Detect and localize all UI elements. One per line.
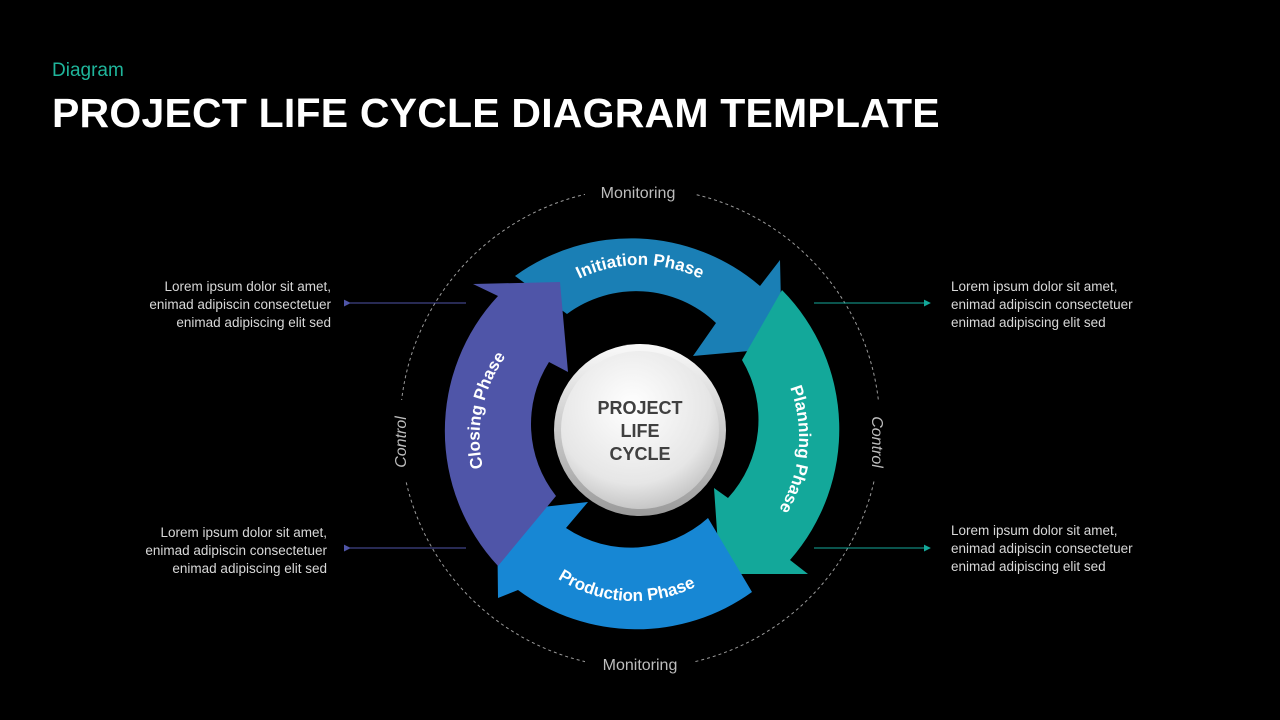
ring-label-bg [585,178,695,204]
note-line: Lorem ipsum dolor sit amet, [951,523,1118,538]
note-line: Lorem ipsum dolor sit amet, [160,525,327,540]
note-bottom-left: Lorem ipsum dolor sit amet, enimad adipi… [27,524,327,578]
ring-label-bg [388,400,412,480]
note-line: enimad adipiscing elit sed [176,315,331,330]
note-line: enimad adipiscin consectetuer [145,543,327,558]
ring-label-bg [585,651,695,677]
planning-phase-arrow[interactable] [714,290,840,574]
note-line: enimad adipiscin consectetuer [951,297,1133,312]
note-line: enimad adipiscing elit sed [172,561,327,576]
note-line: Lorem ipsum dolor sit amet, [164,279,331,294]
note-bottom-right: Lorem ipsum dolor sit amet, enimad adipi… [951,522,1251,576]
center-label-line-2: LIFE [621,421,660,441]
page-title: PROJECT LIFE CYCLE DIAGRAM TEMPLATE [52,90,940,136]
note-line: enimad adipiscin consectetuer [951,541,1133,556]
closing-phase-arrow[interactable] [444,282,568,566]
eyebrow-label: Diagram [52,60,124,81]
production-phase-arrow[interactable] [497,502,752,630]
center-hub [561,351,719,509]
ring-label-bg [864,400,888,480]
note-line: enimad adipiscing elit sed [951,559,1106,574]
note-top-left: Lorem ipsum dolor sit amet, enimad adipi… [31,278,331,332]
initiation-phase-arrow[interactable] [515,238,782,356]
ring-label-left: Control [393,416,410,468]
note-line: Lorem ipsum dolor sit amet, [951,279,1118,294]
note-line: enimad adipiscing elit sed [951,315,1106,330]
ring-label-top: Monitoring [601,185,676,202]
center-label-line-1: PROJECT [597,398,682,418]
ring-label-bottom: Monitoring [603,657,678,674]
ring-label-right: Control [868,416,885,468]
note-top-right: Lorem ipsum dolor sit amet, enimad adipi… [951,278,1251,332]
note-line: enimad adipiscin consectetuer [149,297,331,312]
center-label-line-3: CYCLE [609,444,670,464]
